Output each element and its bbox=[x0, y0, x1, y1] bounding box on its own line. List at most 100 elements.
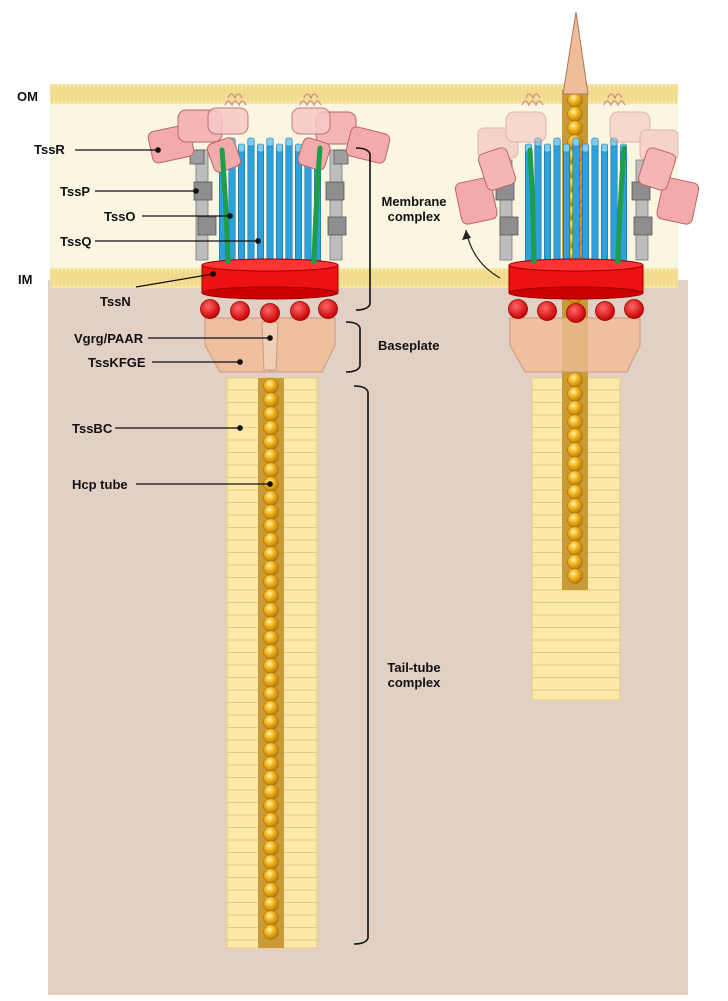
im-label: IM bbox=[18, 272, 33, 287]
hcp-subunit bbox=[263, 882, 279, 898]
tsso-helix-top bbox=[285, 137, 293, 147]
tsso-helix bbox=[581, 149, 589, 269]
tsso-helix-top bbox=[256, 143, 264, 153]
right-apparatus bbox=[454, 11, 700, 701]
tsso-helix-top bbox=[553, 137, 561, 147]
hcp-subunit bbox=[263, 462, 279, 478]
tsso-helix bbox=[266, 143, 274, 269]
hcp-subunit bbox=[263, 378, 279, 394]
hcp-subunit bbox=[567, 456, 583, 472]
membrane-bracket bbox=[355, 147, 371, 311]
tssr-label: TssR bbox=[34, 142, 65, 157]
hcp-subunit bbox=[567, 512, 583, 528]
hcp-subunit bbox=[567, 554, 583, 570]
green-strand bbox=[219, 147, 231, 265]
hcp-subunit bbox=[263, 448, 279, 464]
hcp-subunit bbox=[567, 414, 583, 430]
tsso-helix-top bbox=[591, 137, 599, 147]
hcp-subunit bbox=[263, 714, 279, 730]
tsso-helix-top bbox=[238, 143, 246, 153]
hcp-subunit bbox=[263, 518, 279, 534]
brackets bbox=[345, 147, 371, 945]
hcp-subunit bbox=[263, 644, 279, 660]
tssn-ring bbox=[201, 258, 339, 300]
tssr-ghost bbox=[477, 111, 679, 161]
hcp-subunit bbox=[263, 756, 279, 772]
om-label: OM bbox=[17, 89, 38, 104]
membrane-complex-line1: Membrane bbox=[381, 194, 447, 209]
tsso-helix bbox=[275, 149, 283, 269]
lipid-tuft bbox=[227, 93, 243, 100]
tssr-displaced-left bbox=[454, 147, 517, 225]
hcp-subunit bbox=[263, 658, 279, 674]
hcp-subunit bbox=[567, 106, 583, 122]
tsso-helix bbox=[294, 149, 302, 269]
hcp-subunit bbox=[263, 854, 279, 870]
hcp-subunit bbox=[263, 420, 279, 436]
outer-membrane bbox=[50, 84, 678, 104]
hcp-subunit bbox=[263, 560, 279, 576]
tsso-helix-top bbox=[275, 143, 283, 153]
hcp-subunit bbox=[263, 798, 279, 814]
hcp-subunit bbox=[567, 442, 583, 458]
baseplate-label: Baseplate bbox=[378, 338, 440, 353]
hcp-subunit bbox=[567, 484, 583, 500]
tsso-helix-top bbox=[534, 137, 542, 147]
tsso-helix bbox=[600, 149, 608, 269]
tsso-helix bbox=[562, 149, 570, 269]
hcp-subunit bbox=[263, 812, 279, 828]
hcp-subunit bbox=[263, 406, 279, 422]
tsso-helix-top bbox=[266, 137, 274, 147]
hcp-subunit bbox=[263, 770, 279, 786]
hcp-subunit bbox=[263, 672, 279, 688]
hcp-subunit bbox=[263, 924, 279, 940]
tsso-helix-top bbox=[572, 137, 580, 147]
hcp-subunit bbox=[567, 386, 583, 402]
hcp-subunit bbox=[263, 840, 279, 856]
tail-tube-complex-label: Tail-tube complex bbox=[374, 660, 454, 690]
hcp-subunit bbox=[263, 686, 279, 702]
tssp-tssq-left bbox=[189, 149, 217, 261]
tsso-helix bbox=[553, 143, 561, 269]
hcp-subunit bbox=[567, 470, 583, 486]
tail-bracket bbox=[353, 385, 369, 945]
baseplate-bracket bbox=[345, 321, 361, 373]
hcp-subunit bbox=[263, 826, 279, 842]
hcp-subunit bbox=[567, 400, 583, 416]
hcp-subunit bbox=[567, 92, 583, 108]
membrane-complex-line2: complex bbox=[387, 209, 441, 224]
tsso-helix bbox=[591, 143, 599, 269]
tssp-label: TssP bbox=[60, 184, 91, 199]
hcp-subunit bbox=[263, 700, 279, 716]
hcp-subunit bbox=[263, 532, 279, 548]
vgrg-spike bbox=[562, 11, 589, 95]
hcp-subunit bbox=[263, 546, 279, 562]
tsso-helix-top bbox=[610, 137, 618, 147]
tsso-helix-top bbox=[600, 143, 608, 153]
tssp-tssq-right bbox=[325, 149, 349, 261]
tssr-displaced-right bbox=[637, 147, 700, 225]
red-ball-row-right bbox=[508, 299, 644, 323]
hcp-subunit bbox=[263, 896, 279, 912]
hcp-subunit bbox=[263, 784, 279, 800]
hcp-subunit bbox=[263, 742, 279, 758]
green-strand bbox=[527, 147, 537, 265]
tsso-helix-top bbox=[581, 143, 589, 153]
leader-lines bbox=[75, 147, 273, 487]
tsso-helix-top bbox=[562, 143, 570, 153]
hcp-subunit bbox=[263, 574, 279, 590]
hcp-subunit bbox=[263, 630, 279, 646]
tail-tube-line1: Tail-tube bbox=[387, 660, 441, 675]
tsso-helix bbox=[572, 143, 580, 269]
tsso-helix bbox=[256, 149, 264, 269]
hcp-subunit bbox=[263, 504, 279, 520]
tssr-domains-right bbox=[291, 107, 391, 171]
tsso-helix bbox=[285, 143, 293, 269]
vgrg-paar bbox=[261, 321, 279, 371]
hcp-subunit bbox=[567, 568, 583, 584]
tsskfge-right bbox=[509, 317, 641, 373]
tail-tube-line2: complex bbox=[387, 675, 441, 690]
hcp-subunit bbox=[567, 372, 583, 388]
